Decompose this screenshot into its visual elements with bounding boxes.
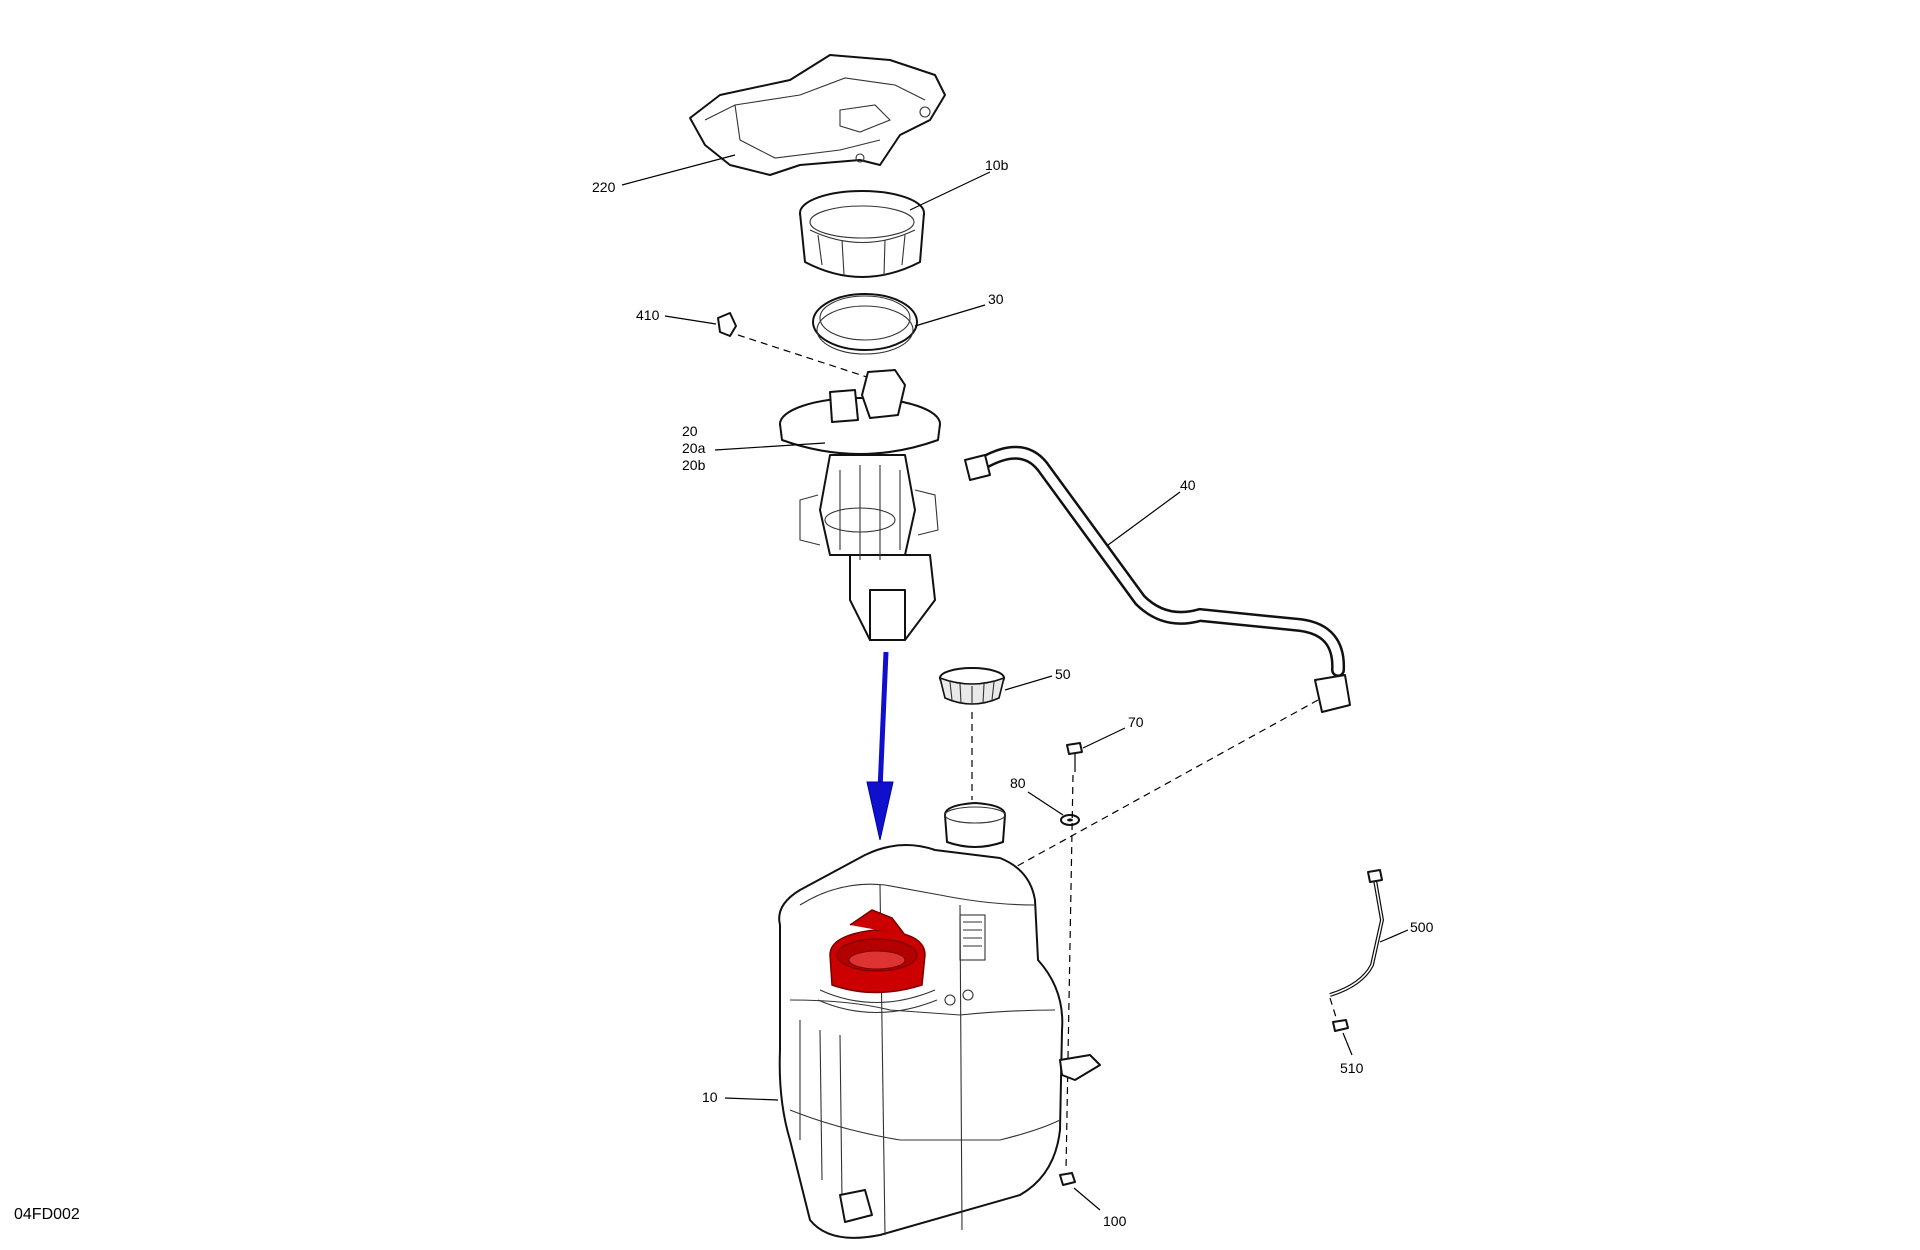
filler-cap-50 [938, 667, 1006, 705]
fuel-tank-10 [778, 802, 1101, 1239]
dash-40-tank [1009, 699, 1319, 871]
leader-220 [621, 154, 736, 186]
callout-20b: 20b [682, 457, 706, 473]
leader-40 [1107, 491, 1181, 546]
leader-80 [1027, 791, 1064, 816]
leader-410 [664, 315, 717, 325]
callout-410: 410 [636, 307, 660, 323]
callout-70: 70 [1128, 714, 1144, 730]
fuel-pump-module-20 [779, 369, 941, 641]
leader-10b [909, 171, 991, 211]
washer-80 [1060, 814, 1080, 826]
callout-10: 10 [702, 1089, 718, 1105]
callout-20: 20 [682, 423, 698, 439]
callout-100: 100 [1103, 1213, 1127, 1229]
leader-30 [914, 304, 986, 327]
leader-50 [1004, 675, 1053, 691]
callout-10b: 10b [985, 157, 1009, 173]
leader-500 [1379, 929, 1409, 943]
callout-40: 40 [1180, 477, 1196, 493]
callout-500: 500 [1410, 919, 1434, 935]
bolt-70 [1066, 742, 1083, 772]
heat-shield-220 [689, 54, 946, 176]
callout-80: 80 [1010, 775, 1026, 791]
callout-30: 30 [988, 291, 1004, 307]
nut-100 [1059, 1172, 1076, 1186]
fuel-line-40 [964, 445, 1351, 713]
leader-70 [1082, 727, 1126, 749]
pump-opening-highlight [829, 909, 926, 994]
figure-reference-code: 04FD002 [14, 1206, 80, 1223]
dash-bolt-axis [1065, 774, 1074, 1171]
callout-50: 50 [1055, 666, 1071, 682]
lock-ring-10b [799, 190, 925, 278]
callout-20a: 20a [682, 440, 706, 456]
leader-10 [724, 1097, 779, 1101]
leader-20 [714, 442, 826, 451]
seal-ring-30 [812, 293, 918, 355]
clip-410 [717, 312, 737, 337]
leader-100 [1073, 1187, 1101, 1211]
callout-510: 510 [1340, 1060, 1364, 1076]
leader-510 [1342, 1032, 1353, 1056]
callout-220: 220 [592, 179, 616, 195]
insertion-arrow [866, 651, 894, 841]
vent-hose-500 [1329, 869, 1385, 997]
clamp-510 [1329, 997, 1349, 1032]
